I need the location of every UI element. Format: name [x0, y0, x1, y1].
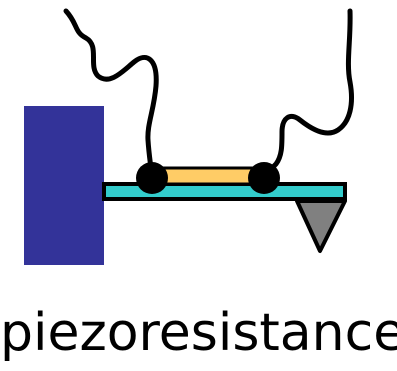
left-contact-dot [136, 162, 168, 194]
piezoresistive-cantilever-diagram [24, 8, 354, 265]
support-block [24, 106, 104, 265]
caption-label: piezoresistance [0, 303, 397, 363]
right-contact-dot [248, 162, 280, 194]
right-wire-icon [261, 8, 354, 181]
left-wire-icon [63, 8, 159, 181]
probe-tip-icon [295, 199, 347, 253]
